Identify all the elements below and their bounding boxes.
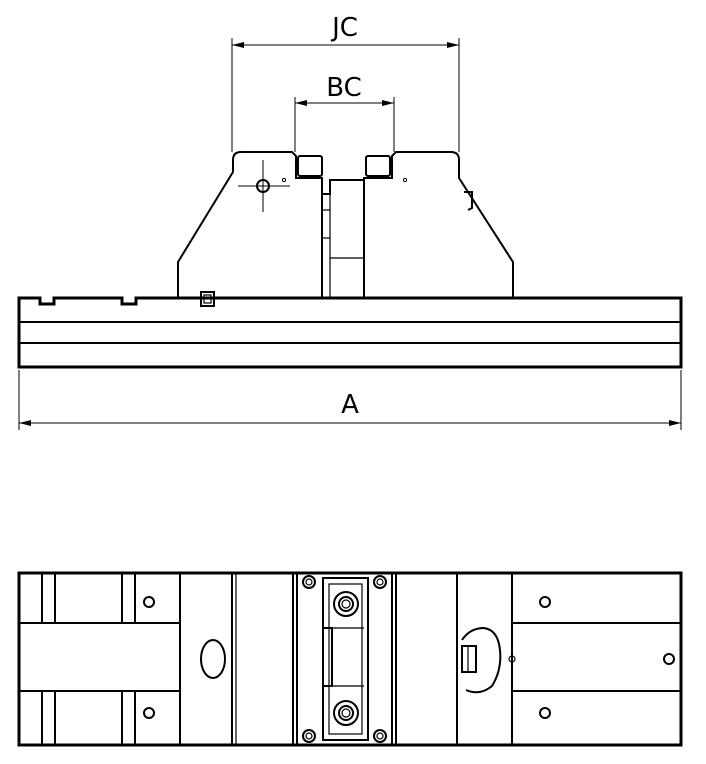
mounting-hole-icon [143, 596, 155, 608]
top-view-left-jaw [200, 573, 294, 745]
cap-screw-icon [333, 591, 359, 617]
right-jaw-body [363, 151, 514, 298]
top-view-right-section [512, 596, 681, 719]
front-view: JC BC [17, 13, 683, 430]
right-jaw-pin-icon [402, 177, 408, 183]
oval-slot-icon [200, 639, 226, 679]
corner-screw-icon [302, 575, 316, 589]
center-block [321, 179, 365, 298]
top-view-left-section [19, 573, 181, 745]
centerline-hole-icon [238, 160, 290, 212]
dimension-label-jc: JC [330, 13, 358, 43]
right-jaw-insert [365, 155, 391, 177]
mounting-hole-icon [539, 707, 551, 719]
cap-screw-icon [333, 700, 359, 726]
dimension-label-bc: BC [326, 73, 362, 103]
top-view-outline [17, 571, 683, 747]
mounting-hole-icon [143, 707, 155, 719]
dimension-bc: BC [294, 73, 395, 152]
corner-screw-icon [302, 729, 316, 743]
mounting-hole-icon [539, 596, 551, 608]
dimension-jc: JC [231, 13, 460, 152]
left-jaw-insert [297, 155, 323, 177]
dimension-label-a: A [341, 390, 359, 420]
handle-boss-icon [461, 626, 502, 694]
dimension-a: A [18, 370, 682, 430]
right-jaw-tab [464, 191, 473, 211]
top-view-right-jaw [456, 573, 516, 745]
corner-screw-icon [373, 729, 387, 743]
corner-screw-icon [373, 575, 387, 589]
left-jaw-pin-icon [281, 177, 287, 183]
left-jaw-body [177, 151, 323, 298]
base-rail-front [17, 296, 683, 369]
mounting-hole-icon [663, 653, 675, 665]
top-view-center-plate [296, 573, 397, 745]
top-view [17, 571, 683, 747]
